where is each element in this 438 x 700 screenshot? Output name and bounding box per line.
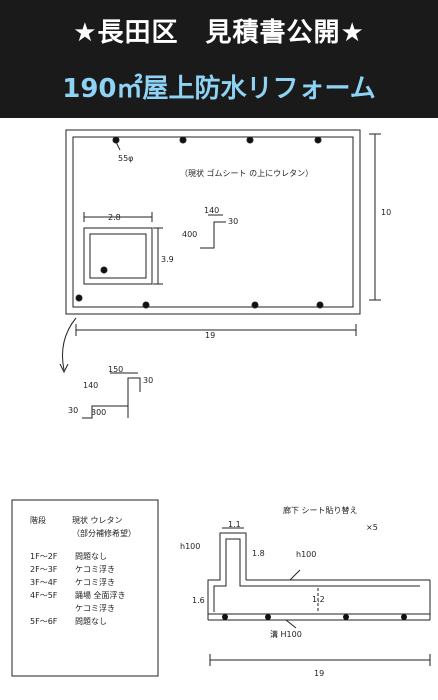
box-width-label: 2.8 xyxy=(108,213,121,222)
roof-plan xyxy=(59,129,381,374)
detail-leader-arrow xyxy=(62,317,77,371)
gutter-leader xyxy=(285,619,297,629)
drain-mark xyxy=(343,614,349,620)
legend-status: 問題なし xyxy=(75,552,107,561)
sheet-leader xyxy=(289,569,301,581)
parapet-right-label: 30 xyxy=(143,376,153,385)
parapet-bottom-label: 300 xyxy=(91,408,106,417)
roof-outline-outer xyxy=(65,129,361,315)
roof-note: （現状 ゴムシート の上にウレタン） xyxy=(180,168,313,178)
drain-mark xyxy=(251,301,259,309)
corridor-1-6-label: 1.6 xyxy=(192,596,205,605)
step-right-label: 30 xyxy=(228,217,238,226)
drain-mark xyxy=(75,294,83,302)
parapet-top-label: 150 xyxy=(108,365,123,374)
corridor-length-label: 19 xyxy=(314,669,324,678)
legend-status: ケコミ浮き xyxy=(75,603,115,613)
corridor-1-8-label: 1.8 xyxy=(252,549,265,558)
roof-height-label: 10 xyxy=(381,208,391,217)
legend-status: 問題なし xyxy=(75,617,107,626)
corridor-gutter-label: 溝 H100 xyxy=(270,629,302,639)
legend-floor: 3F～4F xyxy=(30,578,58,587)
parapet-left-label: 140 xyxy=(83,381,98,390)
drain-mark xyxy=(265,614,271,620)
legend-status: ケコミ浮き xyxy=(75,577,115,587)
legend-status: 踊場 全面浮き xyxy=(75,590,126,600)
box-height-label: 3.9 xyxy=(161,255,174,264)
legend-col2-sub: （部分補修希望） xyxy=(72,528,136,538)
corridor-1-2-label: 1.2 xyxy=(312,595,325,604)
roof-width-label: 19 xyxy=(205,331,215,340)
drain-mark xyxy=(100,266,108,274)
legend-floor: 1F～2F xyxy=(30,552,58,561)
legend-col2-header: 現状 ウレタン xyxy=(72,515,123,525)
legend-floor: 5F～6F xyxy=(30,617,58,626)
parapet-bottom-left-label: 30 xyxy=(68,406,78,415)
corridor-wall-inner xyxy=(213,538,420,612)
legend-floor: 2F～3F xyxy=(30,565,58,574)
header-banner xyxy=(0,0,438,118)
header-title: ★長田区 見積書公開★ xyxy=(73,18,365,48)
drain-mark xyxy=(314,136,322,144)
corridor-h100-left-label: h100 xyxy=(180,542,200,551)
step-top-label: 140 xyxy=(204,206,219,215)
legend-floor: 4F～5F xyxy=(30,591,58,600)
drain-size-label: 55φ xyxy=(118,154,133,163)
parapet-base xyxy=(82,405,128,419)
arrow-head xyxy=(59,363,69,374)
legend-box xyxy=(11,499,159,677)
drain-mark xyxy=(401,614,407,620)
roof-box-inner xyxy=(89,233,147,279)
header-subtitle: 190㎡屋上防水リフォーム xyxy=(62,74,376,104)
step-left-label: 400 xyxy=(182,230,197,239)
legend-status: ケコミ浮き xyxy=(75,564,115,574)
corridor-title: 廊下 シート貼り替え xyxy=(283,505,358,515)
parapet-profile xyxy=(127,377,141,418)
parapet-detail xyxy=(82,372,141,419)
drain-mark xyxy=(246,136,254,144)
drain-mark xyxy=(316,301,324,309)
step-profile xyxy=(200,221,226,249)
roof-outline-inner xyxy=(72,136,354,308)
legend-col1-header: 階段 xyxy=(30,515,46,525)
corridor-multiplier: ×5 xyxy=(366,523,378,532)
roof-box-outer xyxy=(83,227,153,285)
drain-mark xyxy=(142,301,150,309)
corridor-top-label: 1.1 xyxy=(228,520,241,529)
corridor-h100-right-label: h100 xyxy=(296,550,316,559)
drain-leader xyxy=(115,141,121,151)
drain-mark xyxy=(179,136,187,144)
corridor-section xyxy=(207,527,431,666)
corridor-wall-outer xyxy=(207,532,247,620)
drain-mark xyxy=(222,614,228,620)
